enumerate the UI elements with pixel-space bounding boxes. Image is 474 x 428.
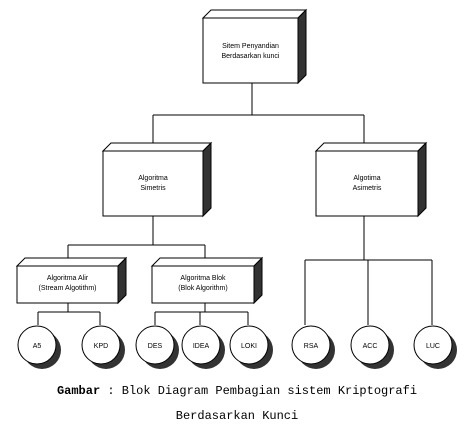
node-asimetris: Algotima Asimetris: [314, 141, 428, 218]
figure-caption-continued: Berdasarkan Kunci: [0, 409, 474, 423]
caption-line2: Berdasarkan Kunci: [175, 409, 299, 423]
leaf-acc-label: ACC: [363, 343, 378, 350]
leaf-des: DES: [135, 325, 179, 369]
node-blok: Algoritma Blok (Blok Algorithm): [150, 256, 264, 305]
node-simetris-line1: Algoritma: [138, 175, 168, 182]
leaf-des-label: DES: [148, 343, 163, 350]
leaf-rsa: RSA: [291, 325, 335, 369]
leaf-a5: A5: [17, 325, 61, 369]
leaf-acc: ACC: [350, 325, 394, 369]
leaf-luc: LUC: [413, 325, 457, 369]
node-simetris: Algoritma Simetris: [101, 141, 213, 218]
caption-separator: :: [107, 384, 115, 398]
caption-line1: Blok Diagram Pembagian sistem Kriptograf…: [121, 384, 418, 398]
leaf-idea: IDEA: [181, 325, 225, 369]
node-blok-line2: (Blok Algorithm): [178, 285, 227, 292]
node-blok-line1: Algoritma Blok: [180, 275, 226, 282]
connectors: [37, 80, 433, 325]
node-root-line2: Berdasarkan kunci: [222, 53, 280, 60]
caption-label: Gambar: [56, 384, 101, 398]
figure-caption: Gambar : Blok Diagram Pembagian sistem K…: [0, 384, 474, 398]
node-asimetris-line1: Algotima: [353, 175, 380, 182]
leaf-loki: LOKI: [229, 325, 273, 369]
leaf-loki-label: LOKI: [241, 343, 257, 350]
node-alir: Algoritma Alir (Stream Algotithm): [15, 256, 128, 305]
node-alir-line1: Algoritma Alir: [47, 275, 89, 282]
node-asimetris-line2: Asimetris: [353, 185, 382, 192]
node-root-line1: Sitem Penyandian: [222, 43, 279, 50]
leaf-kpd: KPD: [81, 325, 125, 369]
leaf-rsa-label: RSA: [304, 343, 319, 350]
leaf-kpd-label: KPD: [94, 343, 108, 350]
node-simetris-line2: Simetris: [140, 185, 166, 192]
leaf-idea-label: IDEA: [193, 343, 210, 350]
leaf-luc-label: LUC: [426, 343, 440, 350]
node-root: Sitem Penyandian Berdasarkan kunci: [201, 8, 308, 85]
node-alir-line2: (Stream Algotithm): [39, 285, 97, 292]
leaf-a5-label: A5: [33, 343, 42, 350]
